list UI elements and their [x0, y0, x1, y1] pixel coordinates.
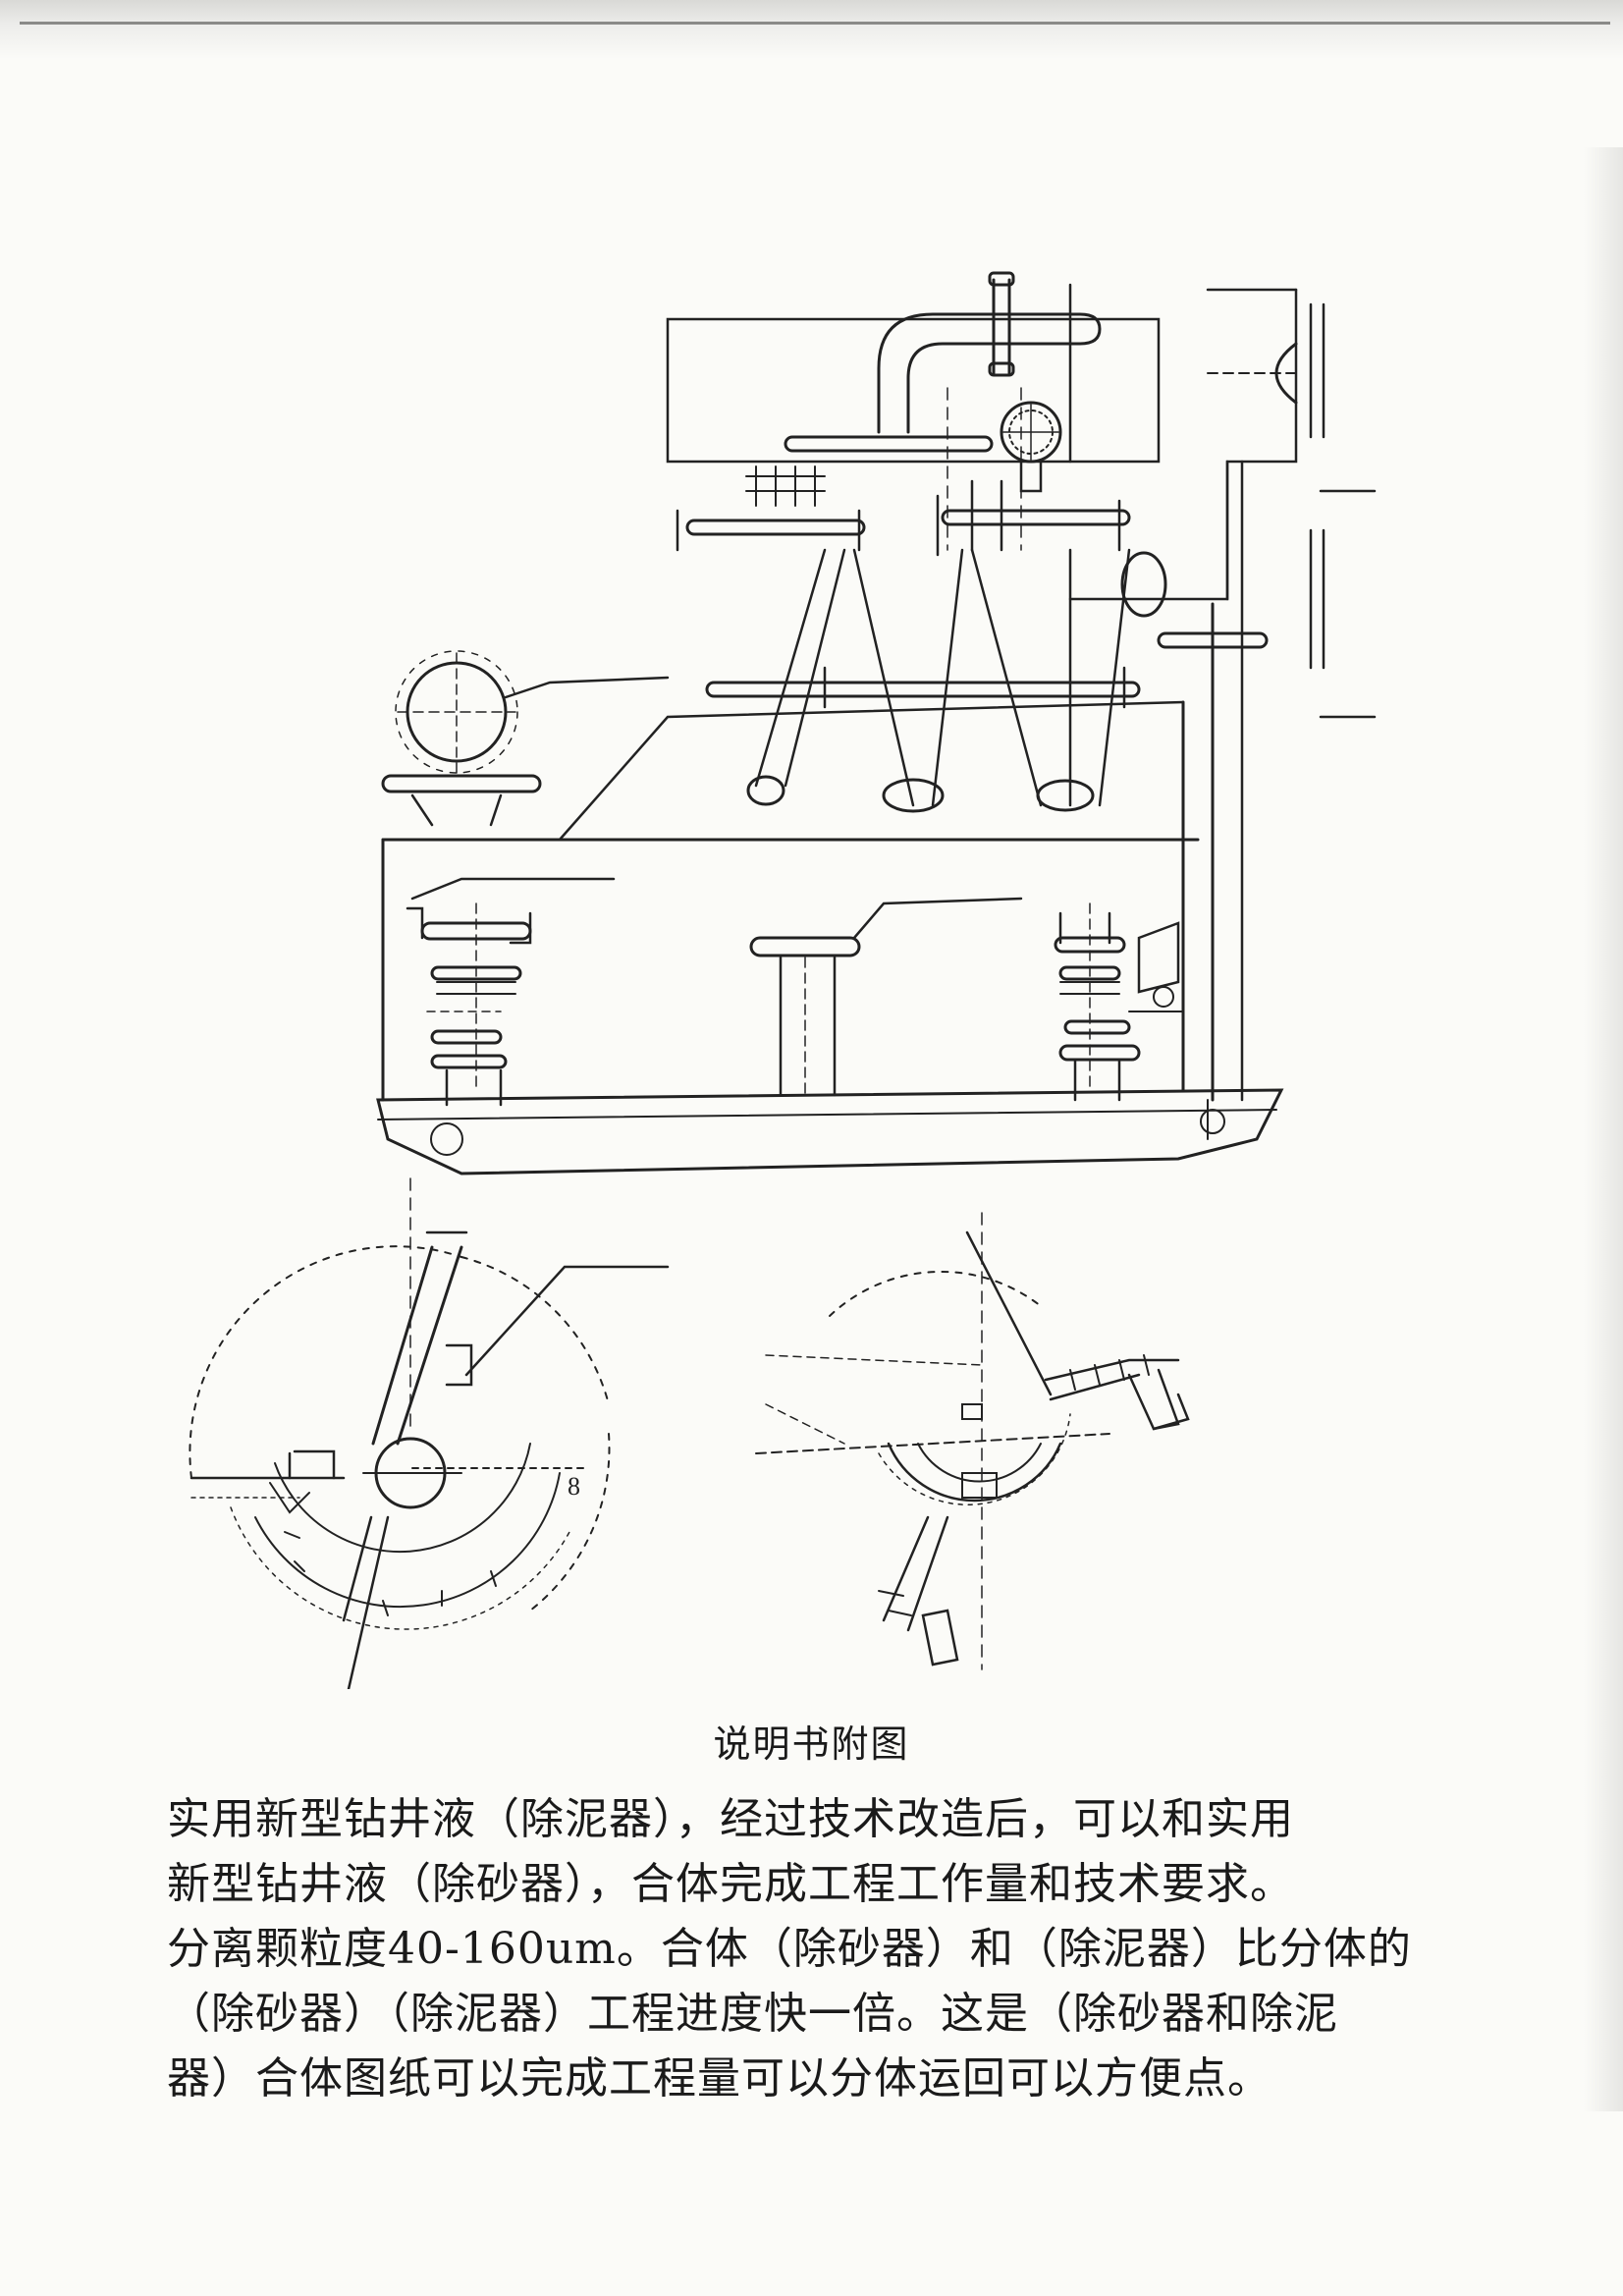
description-line: （除砂器）（除泥器）工程进度快一倍。这是（除砂器和除泥: [167, 1989, 1338, 2039]
figure-caption: 说明书附图: [713, 1722, 910, 1766]
main-assembly-view: [376, 271, 1377, 1175]
technical-drawing: 8: [189, 271, 1377, 1689]
description-line: 器）合体图纸可以完成工程量可以分体运回可以方便点。: [167, 2053, 1271, 2104]
description-line: 新型钻井液（除砂器），合体完成工程工作量和技术要求。: [167, 1859, 1294, 1909]
scan-shadow-right: [1584, 147, 1623, 2111]
detail-view-right: [755, 1212, 1190, 1670]
description-text: 实用新型钻井液（除泥器），经过技术改造后，可以和实用 新型钻井液（除砂器），合体…: [167, 1787, 1532, 2111]
scan-edge-line: [20, 22, 1610, 25]
detail-left-mark: 8: [568, 1472, 580, 1501]
description-line: 分离颗粒度40-160um。合体（除砂器）和（除泥器）比分体的: [167, 1924, 1412, 1974]
scan-shadow-top: [0, 0, 1623, 59]
detail-view-left: 8: [189, 1177, 670, 1689]
description-line: 实用新型钻井液（除泥器），经过技术改造后，可以和实用: [167, 1794, 1294, 1844]
